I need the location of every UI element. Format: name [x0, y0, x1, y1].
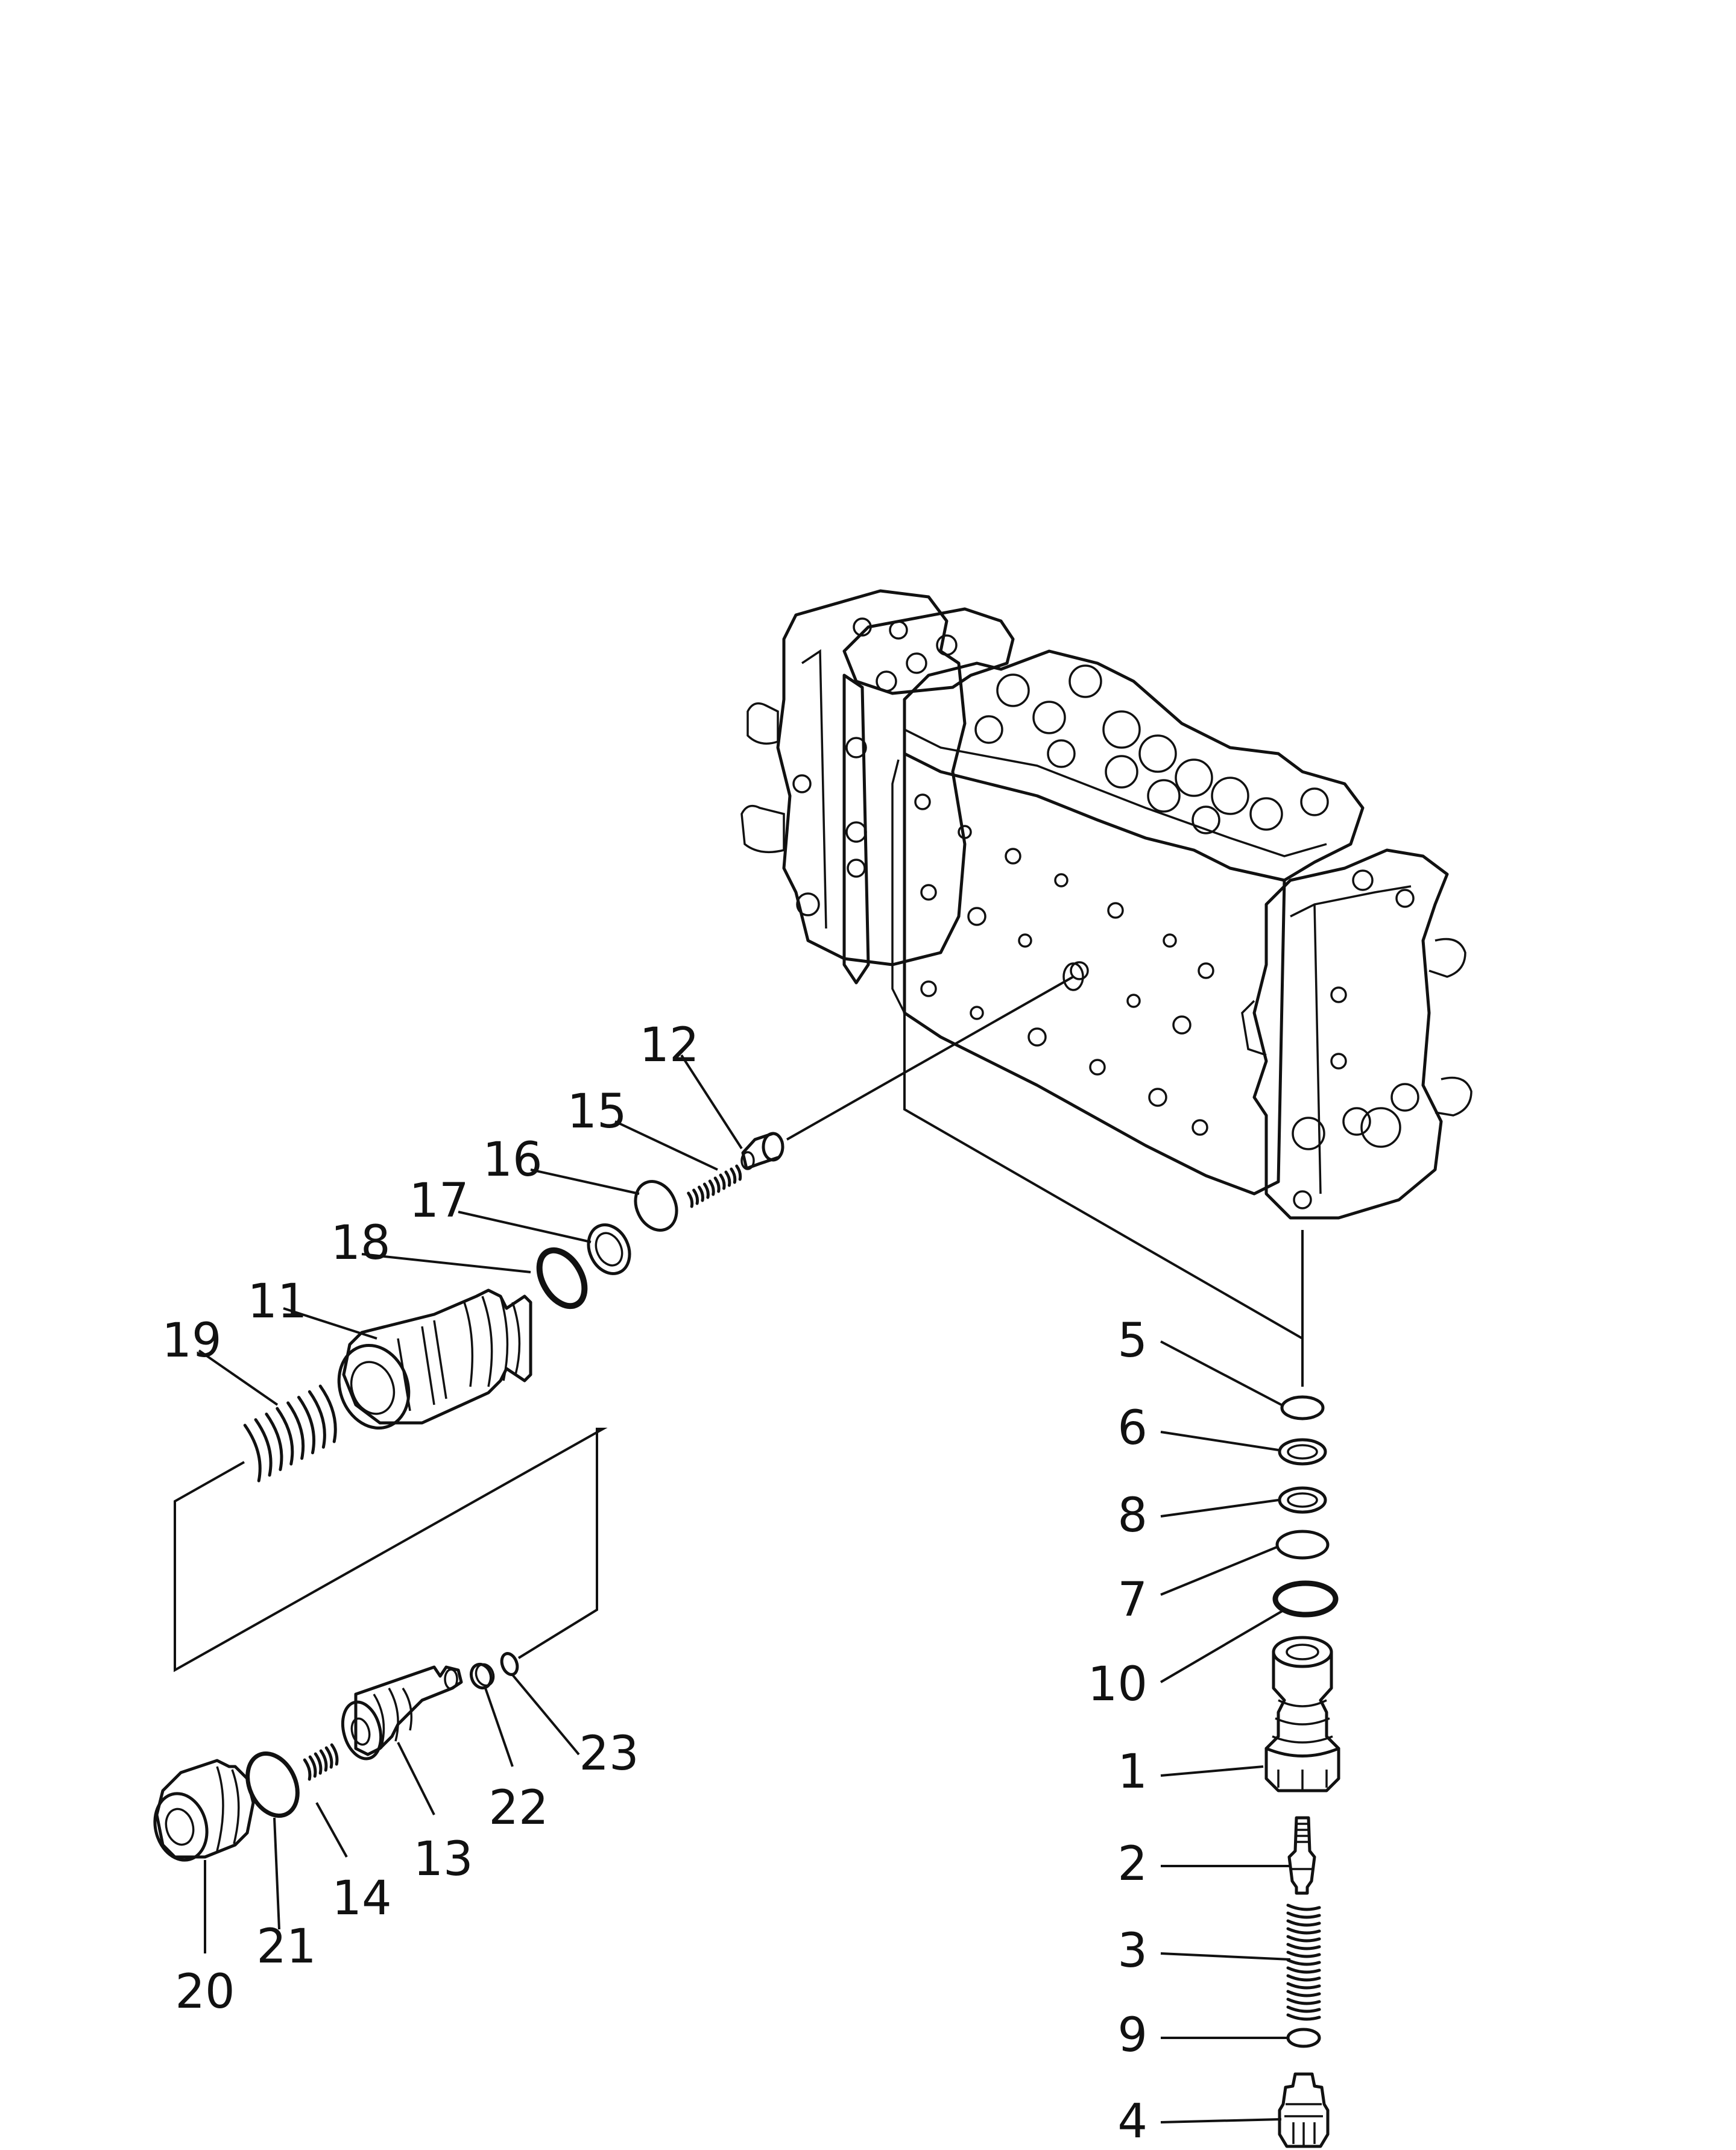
callout-8: 8 [1117, 1489, 1147, 1543]
relief-valve-assembly [903, 1013, 1340, 2148]
callout-11: 11 [247, 1275, 307, 1329]
part-12-poppet [740, 1132, 784, 1170]
part-7-o-ring [1275, 1530, 1330, 1560]
callout-23: 23 [579, 1727, 639, 1781]
part-16-o-ring [634, 1180, 678, 1232]
callout-20: 20 [175, 1965, 235, 2019]
part-11-valve-sleeve [337, 1288, 532, 1430]
part-1-relief-valve-body [1264, 1636, 1340, 1792]
callout-21: 21 [256, 1920, 316, 1974]
callout-16: 16 [482, 1133, 542, 1187]
callout-2: 2 [1117, 1837, 1147, 1891]
part-14-spring [303, 1743, 339, 1781]
leader-lines [198, 1054, 1291, 2123]
part-6-backup-ring [1278, 1438, 1327, 1466]
callout-22: 22 [488, 1781, 548, 1835]
callout-18: 18 [330, 1216, 390, 1270]
part-9-o-ring [1286, 2028, 1321, 2048]
callout-15: 15 [567, 1085, 627, 1139]
part-8-backup-ring [1278, 1486, 1327, 1514]
callout-4: 4 [1117, 2095, 1147, 2149]
control-valve-block [740, 589, 1472, 1220]
callout-6: 6 [1117, 1401, 1147, 1455]
part-3-spring [1286, 1903, 1321, 2021]
part-23-o-ring [500, 1652, 519, 1676]
callout-5: 5 [1117, 1314, 1147, 1368]
callout-12: 12 [639, 1018, 699, 1073]
callout-17: 17 [409, 1174, 469, 1228]
part-13-piston [341, 1665, 463, 1761]
sleeve-valve-assembly [153, 976, 1074, 1862]
part-15-spring [687, 1164, 742, 1208]
part-20-plug [153, 1759, 255, 1862]
callout-3: 3 [1117, 1924, 1147, 1978]
part-19-spring [243, 1384, 337, 1483]
callout-9: 9 [1117, 2008, 1147, 2063]
part-22-ring [469, 1662, 495, 1690]
callout-7: 7 [1117, 1573, 1147, 1627]
part-18-o-ring [536, 1247, 588, 1310]
part-4-plug [1278, 2072, 1330, 2148]
callout-19: 19 [162, 1314, 221, 1368]
callout-10: 10 [1088, 1657, 1147, 1712]
part-5-o-ring [1280, 1395, 1325, 1420]
part-17-backup-ring [587, 1223, 631, 1275]
part-10-o-ring [1272, 1580, 1339, 1618]
callout-14: 14 [332, 1871, 391, 1926]
part-2-poppet [1287, 1816, 1316, 1895]
callout-1: 1 [1117, 1745, 1147, 1799]
callout-13: 13 [413, 1832, 473, 1887]
